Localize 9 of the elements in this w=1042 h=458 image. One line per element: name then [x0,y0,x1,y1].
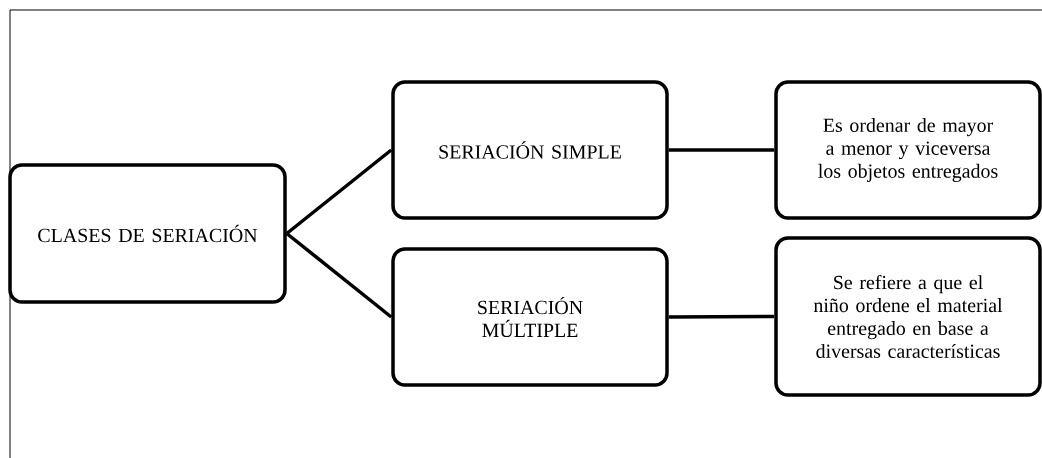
concept-box: Se refiere a que el niño ordene el material entregado en base a diversas características [774,236,1042,397]
connector-line [285,232,393,319]
concept-box: SERIACIÓN MÚLTIPLE [391,247,669,387]
concept-box: CLASES DE SERIACIÓN [8,163,287,304]
connector-line [668,314,775,319]
connector-line [668,148,775,152]
concept-box: SERIACIÓN SIMPLE [391,80,669,220]
concept-box: Es ordenar de mayor a menor y viceversa los objetos entregados [774,80,1042,220]
connector-line [285,148,393,235]
